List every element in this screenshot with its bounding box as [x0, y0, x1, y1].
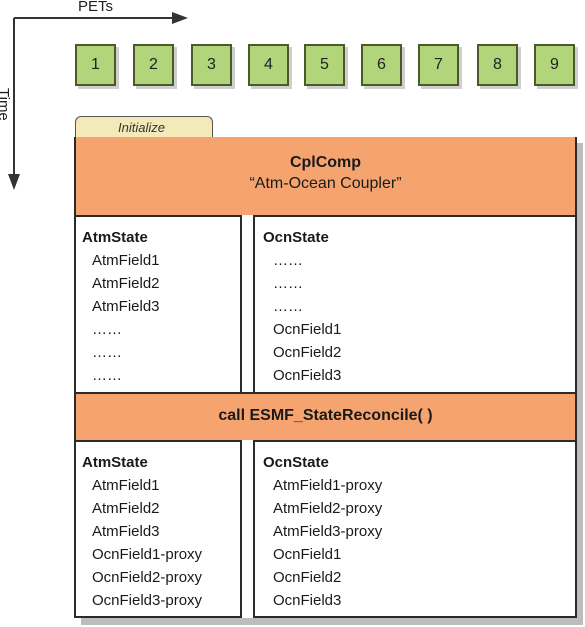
atm-state-before: AtmState AtmField1 AtmField2 AtmField3 …… [82, 226, 160, 387]
pet-box: 3 [191, 44, 232, 86]
field-item: OcnField2-proxy [92, 569, 203, 586]
field-item: AtmField1-proxy [273, 477, 383, 494]
field-item: OcnField2 [273, 344, 342, 361]
field-item: AtmField3 [92, 523, 160, 540]
time-arrow-head [8, 174, 20, 190]
field-item: …… [92, 367, 122, 384]
time-axis-label: Time [0, 88, 12, 121]
pet-box: 6 [361, 44, 402, 86]
pet-box: 4 [248, 44, 289, 86]
cplcomp-subtitle: “Atm-Ocean Coupler” [249, 175, 402, 192]
pet-box: 9 [534, 44, 575, 86]
field-item: OcnField1-proxy [92, 546, 203, 563]
field-item: OcnField3-proxy [92, 592, 203, 609]
field-item: AtmField3-proxy [273, 523, 383, 540]
pets-axis-label: PETs [78, 0, 114, 15]
field-item: OcnField3 [273, 367, 342, 384]
field-item: OcnField2 [273, 569, 342, 586]
reconcile-call-label: call ESMF_StateReconcile( ) [218, 407, 433, 424]
field-item: AtmField2 [92, 275, 160, 292]
state-title: AtmState [82, 229, 148, 246]
pets-arrow-head [172, 12, 188, 24]
initialize-tab: Initialize [75, 116, 213, 138]
state-divider [240, 440, 255, 618]
field-item: …… [273, 298, 303, 315]
state-title: OcnState [263, 454, 329, 471]
field-item: OcnField1 [273, 321, 342, 338]
field-item: OcnField3 [273, 592, 342, 609]
pet-row: 1 2 3 4 5 6 7 8 9 [75, 44, 575, 88]
ocn-state-before: OcnState …… …… …… OcnField1 OcnField2 Oc… [263, 226, 341, 387]
pet-box: 2 [133, 44, 174, 86]
field-item: …… [273, 275, 303, 292]
field-item: AtmField2 [92, 500, 160, 517]
reconcile-band: call ESMF_StateReconcile( ) [76, 392, 575, 442]
field-item: OcnField1 [273, 546, 342, 563]
pet-box: 7 [418, 44, 459, 86]
pet-box: 5 [304, 44, 345, 86]
field-item: …… [273, 252, 303, 269]
cplcomp-title: CplComp [289, 154, 362, 171]
cplcomp-panel: CplComp “Atm-Ocean Coupler” AtmState Atm… [74, 137, 577, 618]
field-item: …… [92, 344, 122, 361]
field-item: AtmField1 [92, 252, 160, 269]
state-title: AtmState [82, 454, 148, 471]
state-title: OcnState [263, 229, 329, 246]
pet-box: 8 [477, 44, 518, 86]
cplcomp-header: CplComp “Atm-Ocean Coupler” [76, 137, 575, 217]
ocn-state-after: OcnState AtmField1-proxy AtmField2-proxy… [263, 451, 382, 612]
pet-box: 1 [75, 44, 116, 86]
field-item: …… [92, 321, 122, 338]
atm-state-after: AtmState AtmField1 AtmField2 AtmField3 O… [82, 451, 202, 612]
field-item: AtmField2-proxy [273, 500, 383, 517]
field-item: AtmField1 [92, 477, 160, 494]
state-divider [240, 215, 255, 394]
field-item: AtmField3 [92, 298, 160, 315]
